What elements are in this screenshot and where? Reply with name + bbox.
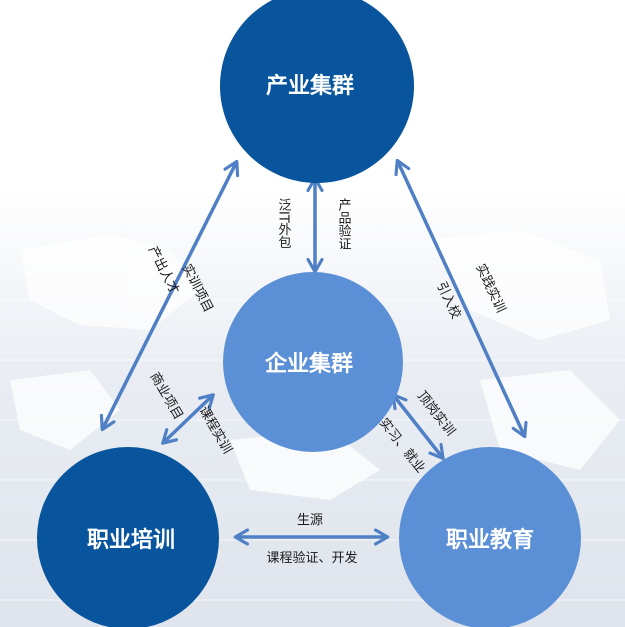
node-vocational-education: 职业教育: [399, 447, 581, 627]
node-industry-cluster: 产业集群: [220, 0, 414, 183]
node-label-industry-cluster: 产业集群: [266, 73, 354, 99]
link-label-student-source: 生源: [297, 513, 323, 528]
arrow-industry-education: [394, 158, 528, 439]
arrow-enterprise-training: [161, 393, 215, 445]
arrow-enterprise-education: [391, 393, 445, 460]
link-label-course-development: 课程验证、开发: [266, 550, 357, 566]
link-label-outsourcing: 泛IT外包: [276, 198, 292, 249]
node-label-enterprise-cluster: 企业集群: [264, 351, 353, 377]
node-label-vocational-training: 职业培训: [87, 527, 175, 553]
node-vocational-training: 职业培训: [37, 447, 219, 627]
node-label-vocational-education: 职业教育: [446, 527, 534, 553]
link-label-product-verification: 产品验证: [336, 198, 352, 250]
arrow-industry-training: [99, 159, 240, 432]
node-enterprise-cluster: 企业集群: [223, 272, 403, 452]
